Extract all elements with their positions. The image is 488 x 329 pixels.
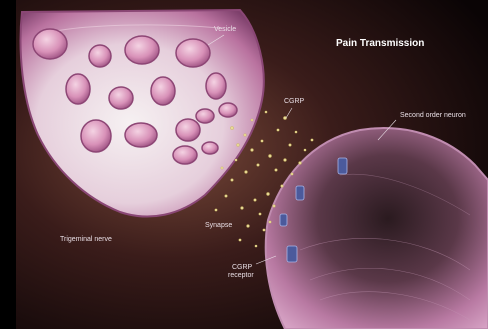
left-black-band — [0, 0, 16, 329]
label-trigeminal-nerve: Trigeminal nerve — [60, 236, 112, 243]
label-cgrp: CGRP — [284, 98, 304, 105]
label-second-order-neuron: Second order neuron — [400, 112, 466, 119]
label-vesicle: Vesicle — [214, 26, 236, 33]
label-cgrp-receptor-line2: receptor — [228, 272, 254, 279]
label-cgrp-receptor-line1: CGRP — [232, 264, 252, 271]
label-synapse: Synapse — [205, 222, 232, 229]
figure-title: Pain Transmission — [336, 38, 424, 49]
